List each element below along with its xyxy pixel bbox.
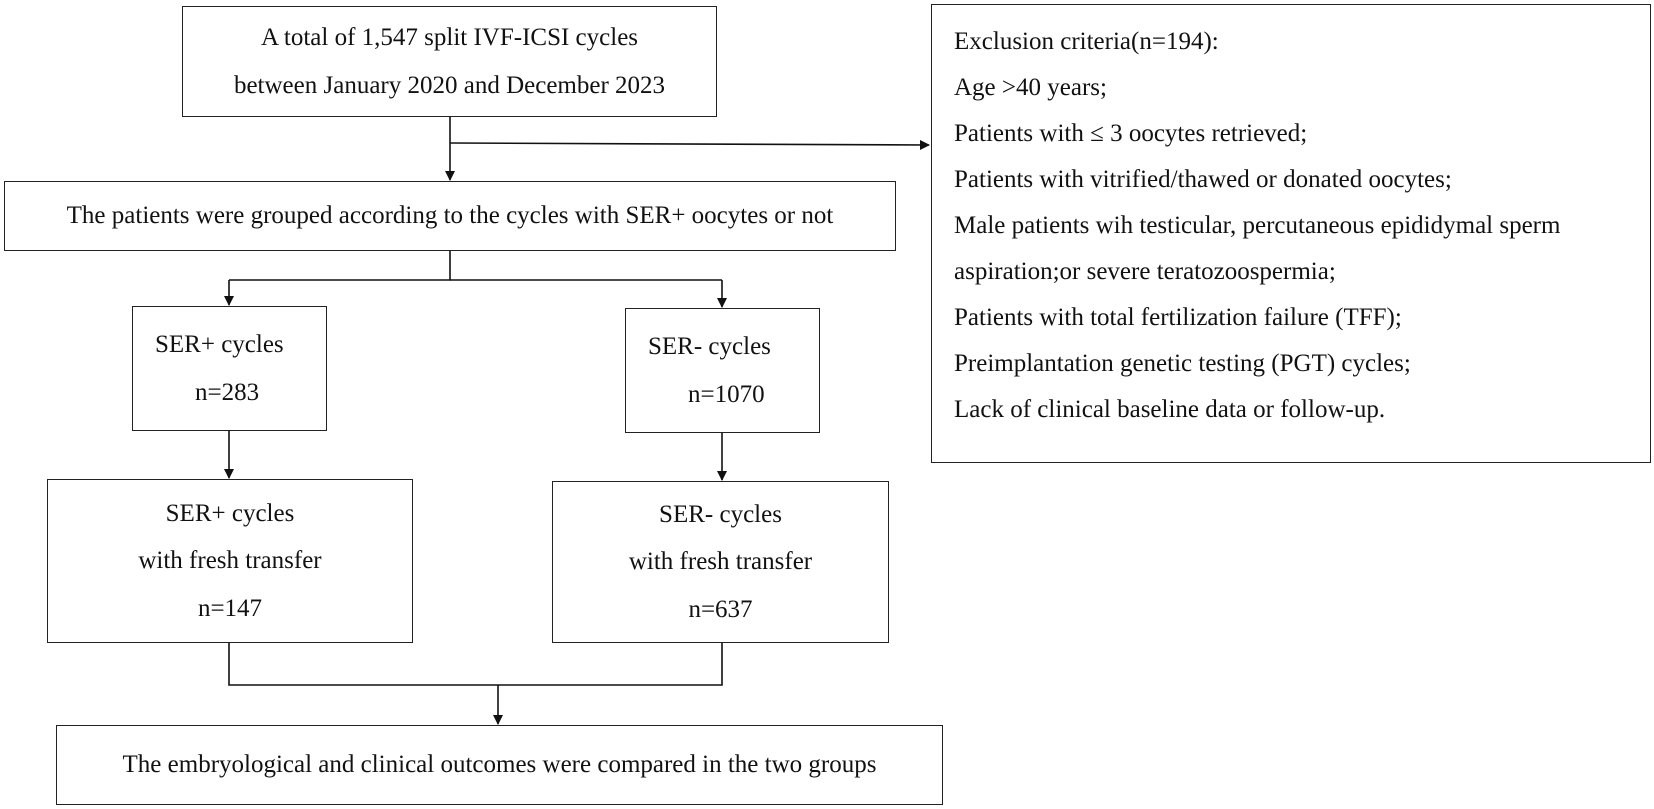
split-connector: [229, 251, 451, 281]
ser-pos-box: SER+ cycles n=283: [132, 306, 327, 431]
ser-pos-label: SER+ cycles: [155, 331, 284, 358]
exclusion-item: Preimplantation genetic testing (PGT) cy…: [954, 350, 1411, 377]
exclusion-item: Patients with ≤ 3 oocytes retrieved;: [954, 120, 1308, 147]
ser-neg-box: SER- cycles n=1070: [625, 308, 820, 433]
ser-neg-count: n=1070: [688, 380, 765, 408]
exclusion-item: aspiration;or severe teratozoospermia;: [954, 258, 1336, 285]
grouping-box: The patients were grouped according to t…: [4, 181, 896, 251]
arrow-to-exclusion: [449, 139, 930, 150]
grouping-text: The patients were grouped according to t…: [66, 202, 834, 230]
total-cycles-line1: A total of 1,547 split IVF-ICSI cycles: [260, 24, 639, 51]
exclusion-item: Lack of clinical baseline data or follow…: [954, 396, 1386, 423]
ser-neg-fresh-count: n=637: [688, 595, 753, 623]
exclusion-criteria-box: Exclusion criteria(n=194): Age >40 years…: [931, 4, 1651, 463]
exclusion-title: Exclusion criteria(n=194):: [954, 28, 1219, 55]
ser-neg-fresh-label: SER- cycles: [659, 500, 782, 528]
ser-neg-label: SER- cycles: [648, 333, 771, 360]
ser-pos-fresh-count: n=147: [197, 594, 263, 622]
ser-pos-count: n=283: [195, 378, 260, 406]
exclusion-item: Patients with vitrified/thawed or donate…: [954, 166, 1452, 193]
outcome-box: The embryological and clinical outcomes …: [56, 725, 943, 805]
ser-pos-fresh-sublabel: with fresh transfer: [138, 547, 322, 575]
exclusion-item: Male patients wih testicular, percutaneo…: [954, 212, 1561, 239]
ser-pos-fresh-label: SER+ cycles: [165, 499, 295, 527]
exclusion-item: Patients with total fertilization failur…: [954, 304, 1402, 331]
total-cycles-line2: between January 2020 and December 2023: [233, 71, 666, 99]
ser-neg-fresh-box: SER- cycles with fresh transfer n=637: [552, 481, 889, 643]
outcome-text: The embryological and clinical outcomes …: [122, 751, 877, 779]
ser-pos-fresh-box: SER+ cycles with fresh transfer n=147: [47, 479, 413, 643]
exclusion-item: Age >40 years;: [954, 74, 1107, 101]
total-cycles-box: A total of 1,547 split IVF-ICSI cycles b…: [182, 6, 717, 117]
merge-connector: [228, 643, 723, 686]
ser-neg-fresh-sublabel: with fresh transfer: [628, 548, 813, 576]
